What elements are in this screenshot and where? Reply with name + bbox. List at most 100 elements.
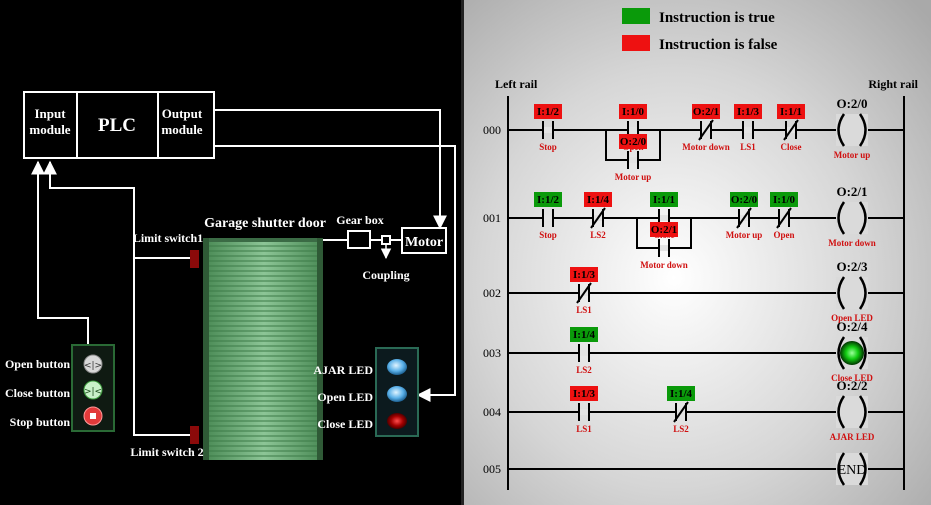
stop-button[interactable] [83, 406, 103, 426]
coil-address: O:2/2 [836, 378, 867, 393]
motor [401, 227, 447, 254]
legend-true-swatch [622, 8, 650, 24]
contact-label: Stop [539, 230, 557, 240]
coil-address: O:2/3 [836, 259, 868, 274]
contact-address: I:1/4 [573, 329, 596, 341]
contact-address: O:2/0 [731, 194, 758, 206]
rung-number: 000 [483, 123, 501, 137]
contact-address: I:1/0 [622, 106, 645, 118]
close-button-label: Close button [5, 386, 70, 400]
legend-false-swatch [622, 35, 650, 51]
close-arrows-icon: >|< [84, 387, 102, 397]
contact-address: O:2/1 [693, 106, 719, 118]
rung-005: 005 END [483, 452, 904, 486]
contact-address: I:1/1 [653, 194, 675, 206]
contact-address: I:1/1 [780, 106, 802, 118]
stop-button-label: Stop button [10, 415, 71, 429]
contact-label: Motor up [726, 230, 763, 240]
contact-label: LS2 [590, 230, 606, 240]
door-title: Garage shutter door [204, 216, 326, 231]
open-led-label: Open LED [317, 390, 373, 404]
contact-state-tag [570, 267, 598, 282]
open-led [387, 386, 407, 402]
rung-number: 002 [483, 286, 501, 300]
panel-divider [461, 0, 464, 505]
open-button-label: Open button [5, 357, 70, 371]
contact-address: I:1/4 [670, 388, 693, 400]
plc-block: Input module PLC Output module [23, 91, 215, 159]
contact-state-tag [692, 104, 720, 119]
contact-label: LS1 [740, 142, 756, 152]
limit-switch-2: Limit switch 2 [130, 426, 204, 459]
contact-state-tag [534, 104, 562, 119]
legend: Instruction is true Instruction is false [622, 8, 778, 53]
output-module-label-1: Output [162, 106, 203, 121]
end-instruction: END [836, 452, 868, 486]
ladder-panel: Instruction is true Instruction is false… [464, 0, 931, 505]
rung-number: 004 [483, 405, 501, 419]
input-module-label-2: module [29, 122, 70, 137]
garage-door: Garage shutter door [203, 216, 326, 460]
legend-true-label: Instruction is true [659, 10, 775, 26]
contact-address: I:1/2 [537, 106, 560, 118]
contact-state-tag [650, 192, 678, 207]
limit-switch-2-label: Limit switch 2 [130, 445, 203, 459]
contact-state-tag [570, 327, 598, 342]
legend-false-label: Instruction is false [659, 37, 778, 53]
coil-address: O:2/4 [836, 319, 868, 334]
contact-state-tag [770, 192, 798, 207]
coil-address: O:2/1 [836, 184, 867, 199]
contact-label: LS1 [576, 305, 592, 315]
input-module-label-1: Input [34, 106, 66, 121]
contact-label: Motor up [615, 172, 652, 182]
contact-address: I:1/3 [737, 106, 760, 118]
contact-label: Open [773, 230, 794, 240]
contact-label: Motor down [682, 142, 730, 152]
coil-label: Close LED [831, 373, 873, 383]
rung-number: 005 [483, 462, 501, 476]
rung-001: 001I:1/2StopI:1/4LS2I:1/1CloseO:2/1Motor… [483, 184, 904, 270]
close-led-label: Close LED [317, 417, 373, 431]
contact-address: I:1/0 [773, 194, 796, 206]
coil-label: Motor up [834, 150, 871, 160]
stop-square-icon [90, 413, 96, 419]
output-wires [214, 109, 456, 402]
open-button[interactable]: <|> [83, 354, 103, 374]
limit-switch-1: Limit switch1 [133, 231, 203, 268]
left-rail-label: Left rail [495, 77, 538, 91]
contact-state-tag [734, 104, 762, 119]
end-label: END [838, 463, 867, 478]
ajar-led-label: AJAR LED [313, 363, 373, 377]
led-panel: AJAR LED Open LED Close LED [313, 347, 419, 437]
contact-state-tag [650, 222, 678, 237]
drive-train: Gear box Coupling Motor [323, 213, 447, 282]
contact-state-tag [534, 192, 562, 207]
contact-label: Close [781, 142, 802, 152]
coil-label: Motor down [828, 238, 876, 248]
coil-label: Open LED [831, 313, 873, 323]
contact-address: I:1/3 [573, 269, 596, 281]
contact-address: O:2/1 [651, 224, 677, 236]
close-button[interactable]: >|< [83, 380, 103, 400]
